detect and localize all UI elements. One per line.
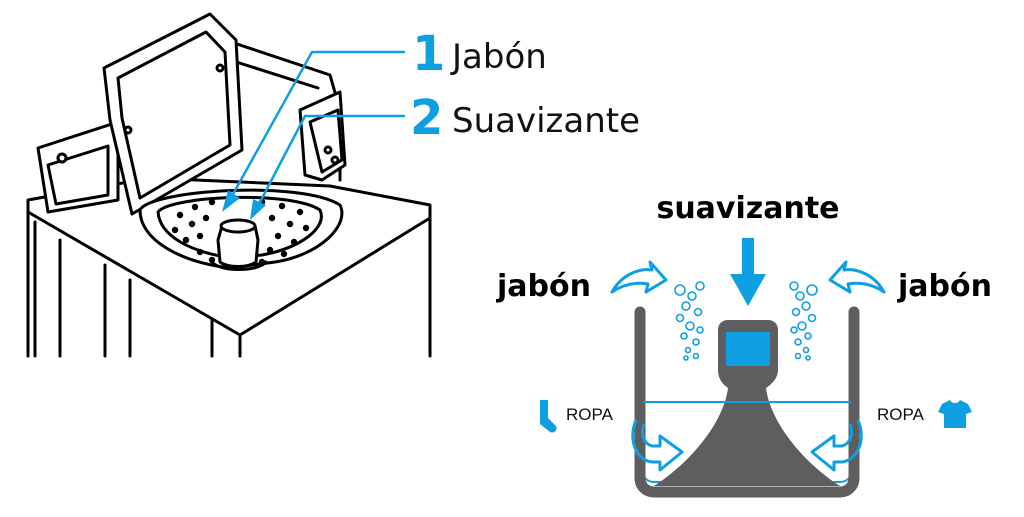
pointer-lines	[230, 50, 405, 207]
tshirt-icon	[938, 400, 972, 428]
legend-label-softener: Suavizante	[452, 101, 640, 141]
drum-holes	[171, 198, 310, 266]
bubbles-left	[674, 281, 705, 361]
washing-machine-illustration	[26, 12, 432, 358]
legend-number-1: 1	[412, 26, 445, 82]
soap-left-label: jabón	[496, 269, 591, 304]
clothes-left-label: ROPA	[566, 405, 614, 424]
circulation-right-arrow-icon	[810, 419, 863, 472]
clothes-right-label: ROPA	[877, 405, 925, 424]
bubbles-right	[789, 281, 818, 361]
softener-arrow-icon	[730, 238, 766, 306]
legend-number-2: 2	[410, 90, 443, 146]
soap-right-label: jabón	[897, 269, 992, 304]
soap-left-arrow-icon	[610, 260, 668, 294]
softener-label: suavizante	[656, 191, 839, 226]
softener-dispenser	[726, 332, 770, 366]
legend-label-soap: Jabón	[450, 37, 547, 77]
soap-right-arrow-icon	[828, 260, 886, 294]
drum-wall	[634, 306, 860, 498]
circulation-left-arrow-icon	[631, 419, 684, 472]
pointer-arrowheads	[222, 190, 266, 220]
sock-icon	[540, 400, 557, 433]
